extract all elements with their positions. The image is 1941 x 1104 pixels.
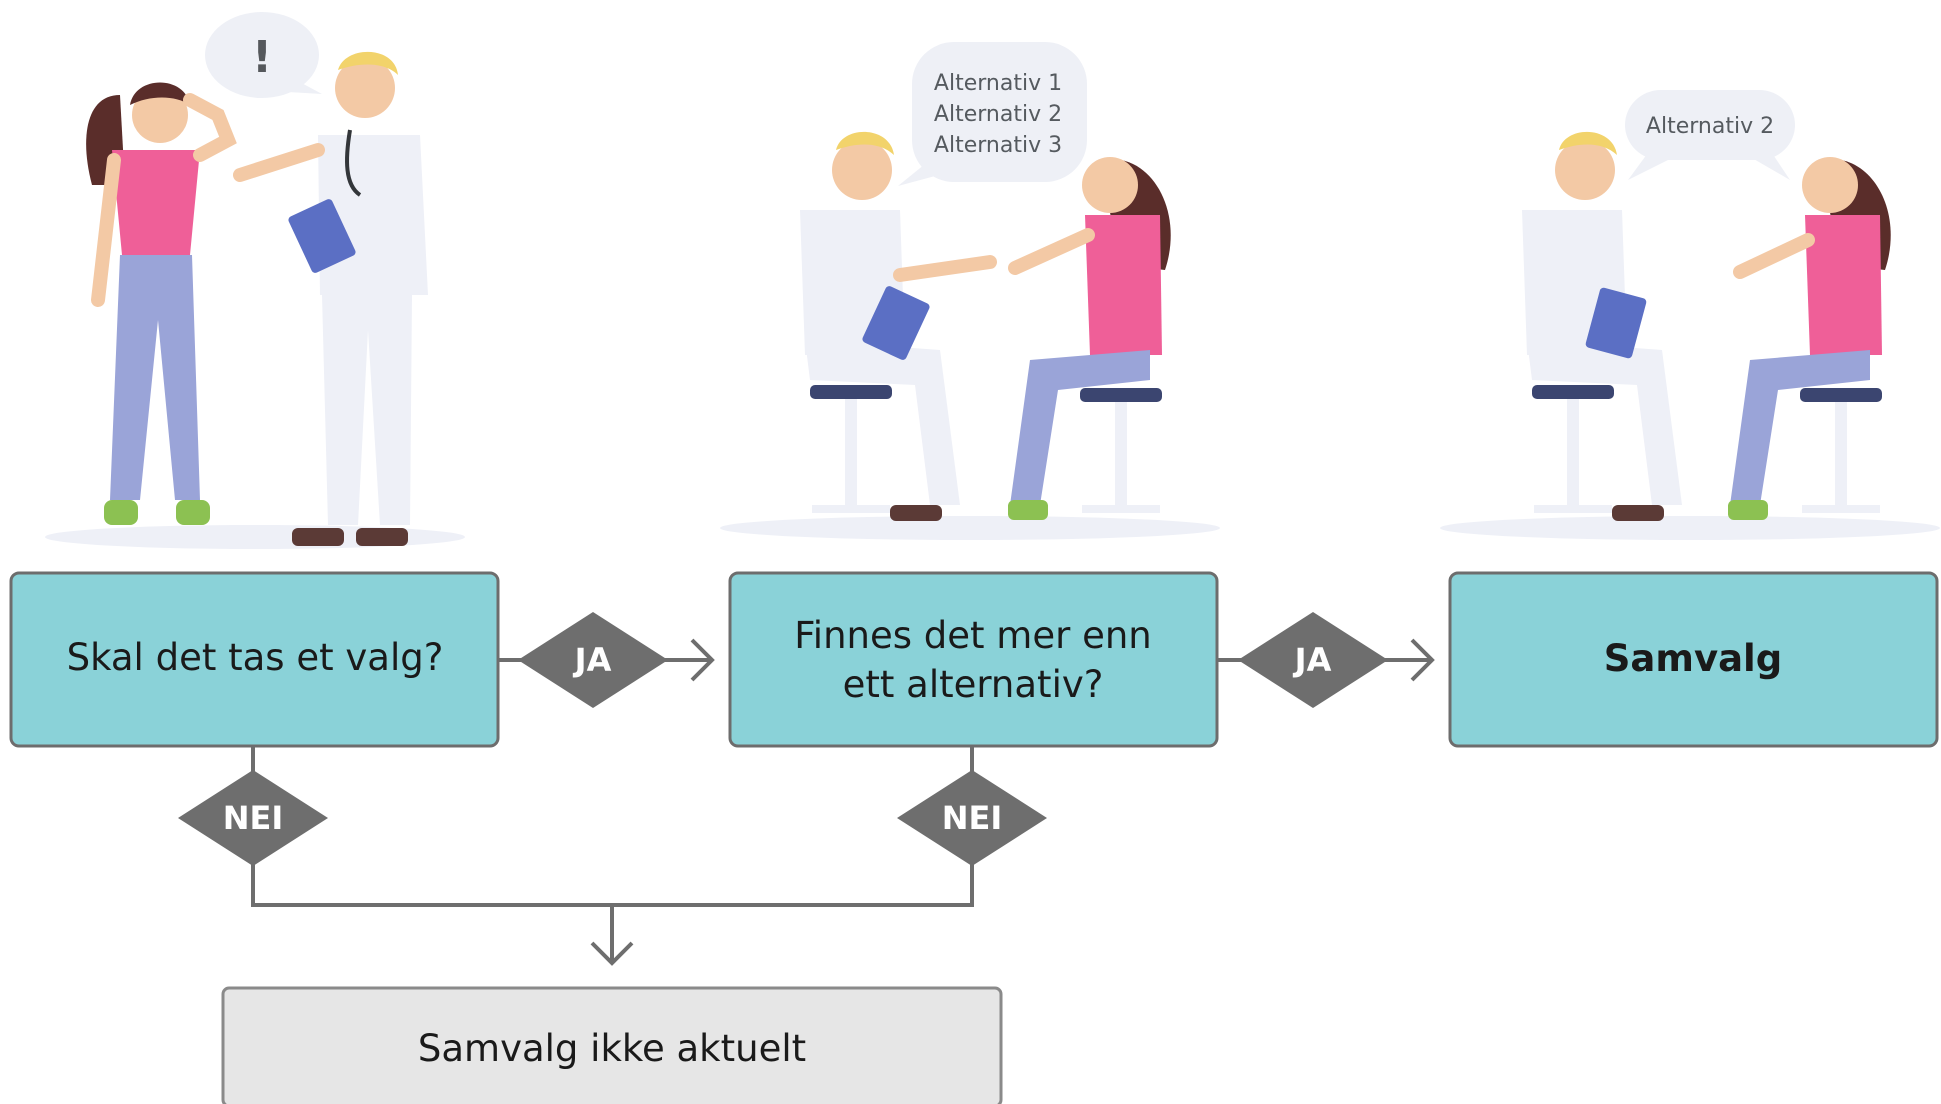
connector-no-branch xyxy=(251,747,974,907)
diamond-yes-2: JA xyxy=(1238,612,1388,708)
woman-sitting-figure xyxy=(1728,157,1891,520)
scene-patient-doctor-standing: ! xyxy=(45,12,465,549)
woman-sitting-figure xyxy=(1008,157,1171,520)
diamond-no-2: NEI xyxy=(897,770,1047,866)
speech-bubble-choice: Alternativ 2 xyxy=(1625,90,1795,180)
no-1-label: NEI xyxy=(223,799,284,837)
bubble-line-1: Alternativ 1 xyxy=(934,71,1062,96)
arrow-head-result xyxy=(1410,638,1435,682)
no-2-label: NEI xyxy=(942,799,1003,837)
floor-shadow xyxy=(1440,516,1940,540)
diamond-no-1: NEI xyxy=(178,770,328,866)
arrow-head-not-relevant xyxy=(590,941,634,966)
scene-shared-decision: Alternativ 2 xyxy=(1440,90,1940,540)
bubble-line-3: Alternativ 3 xyxy=(934,133,1062,158)
floor-shadow xyxy=(720,516,1220,540)
speech-bubble-exclamation: ! xyxy=(205,12,322,98)
yes-2-label: JA xyxy=(1293,641,1332,679)
box-question-2: Finnes det mer enn ett alternativ? xyxy=(728,571,1219,748)
question-1-text: Skal det tas et valg? xyxy=(67,636,444,679)
box-result-samvalg: Samvalg xyxy=(1448,571,1939,748)
bubble-line-2: Alternativ 2 xyxy=(934,102,1062,127)
question-2-line-1: Finnes det mer enn xyxy=(794,614,1152,657)
arrow-head-q2 xyxy=(690,638,715,682)
box-not-relevant: Samvalg ikke aktuelt xyxy=(221,986,1003,1104)
bubble-text: Alternativ 2 xyxy=(1646,114,1774,139)
bubble-text: ! xyxy=(252,32,272,83)
question-2-line-2: ett alternativ? xyxy=(843,663,1104,706)
speech-bubble-alternatives: Alternativ 1 Alternativ 2 Alternativ 3 xyxy=(898,42,1087,186)
doctor-sitting-figure xyxy=(1522,131,1682,521)
yes-1-label: JA xyxy=(573,641,612,679)
result-text: Samvalg xyxy=(1604,637,1782,680)
box-question-1: Skal det tas et valg? xyxy=(9,571,500,748)
doctor-sitting-figure xyxy=(800,131,997,521)
woman-standing-figure xyxy=(86,82,237,525)
scene-doctor-presents-alternatives: Alternativ 1 Alternativ 2 Alternativ 3 xyxy=(720,42,1220,540)
doctor-standing-figure xyxy=(233,51,428,546)
not-relevant-text: Samvalg ikke aktuelt xyxy=(418,1027,806,1070)
diamond-yes-1: JA xyxy=(518,612,668,708)
